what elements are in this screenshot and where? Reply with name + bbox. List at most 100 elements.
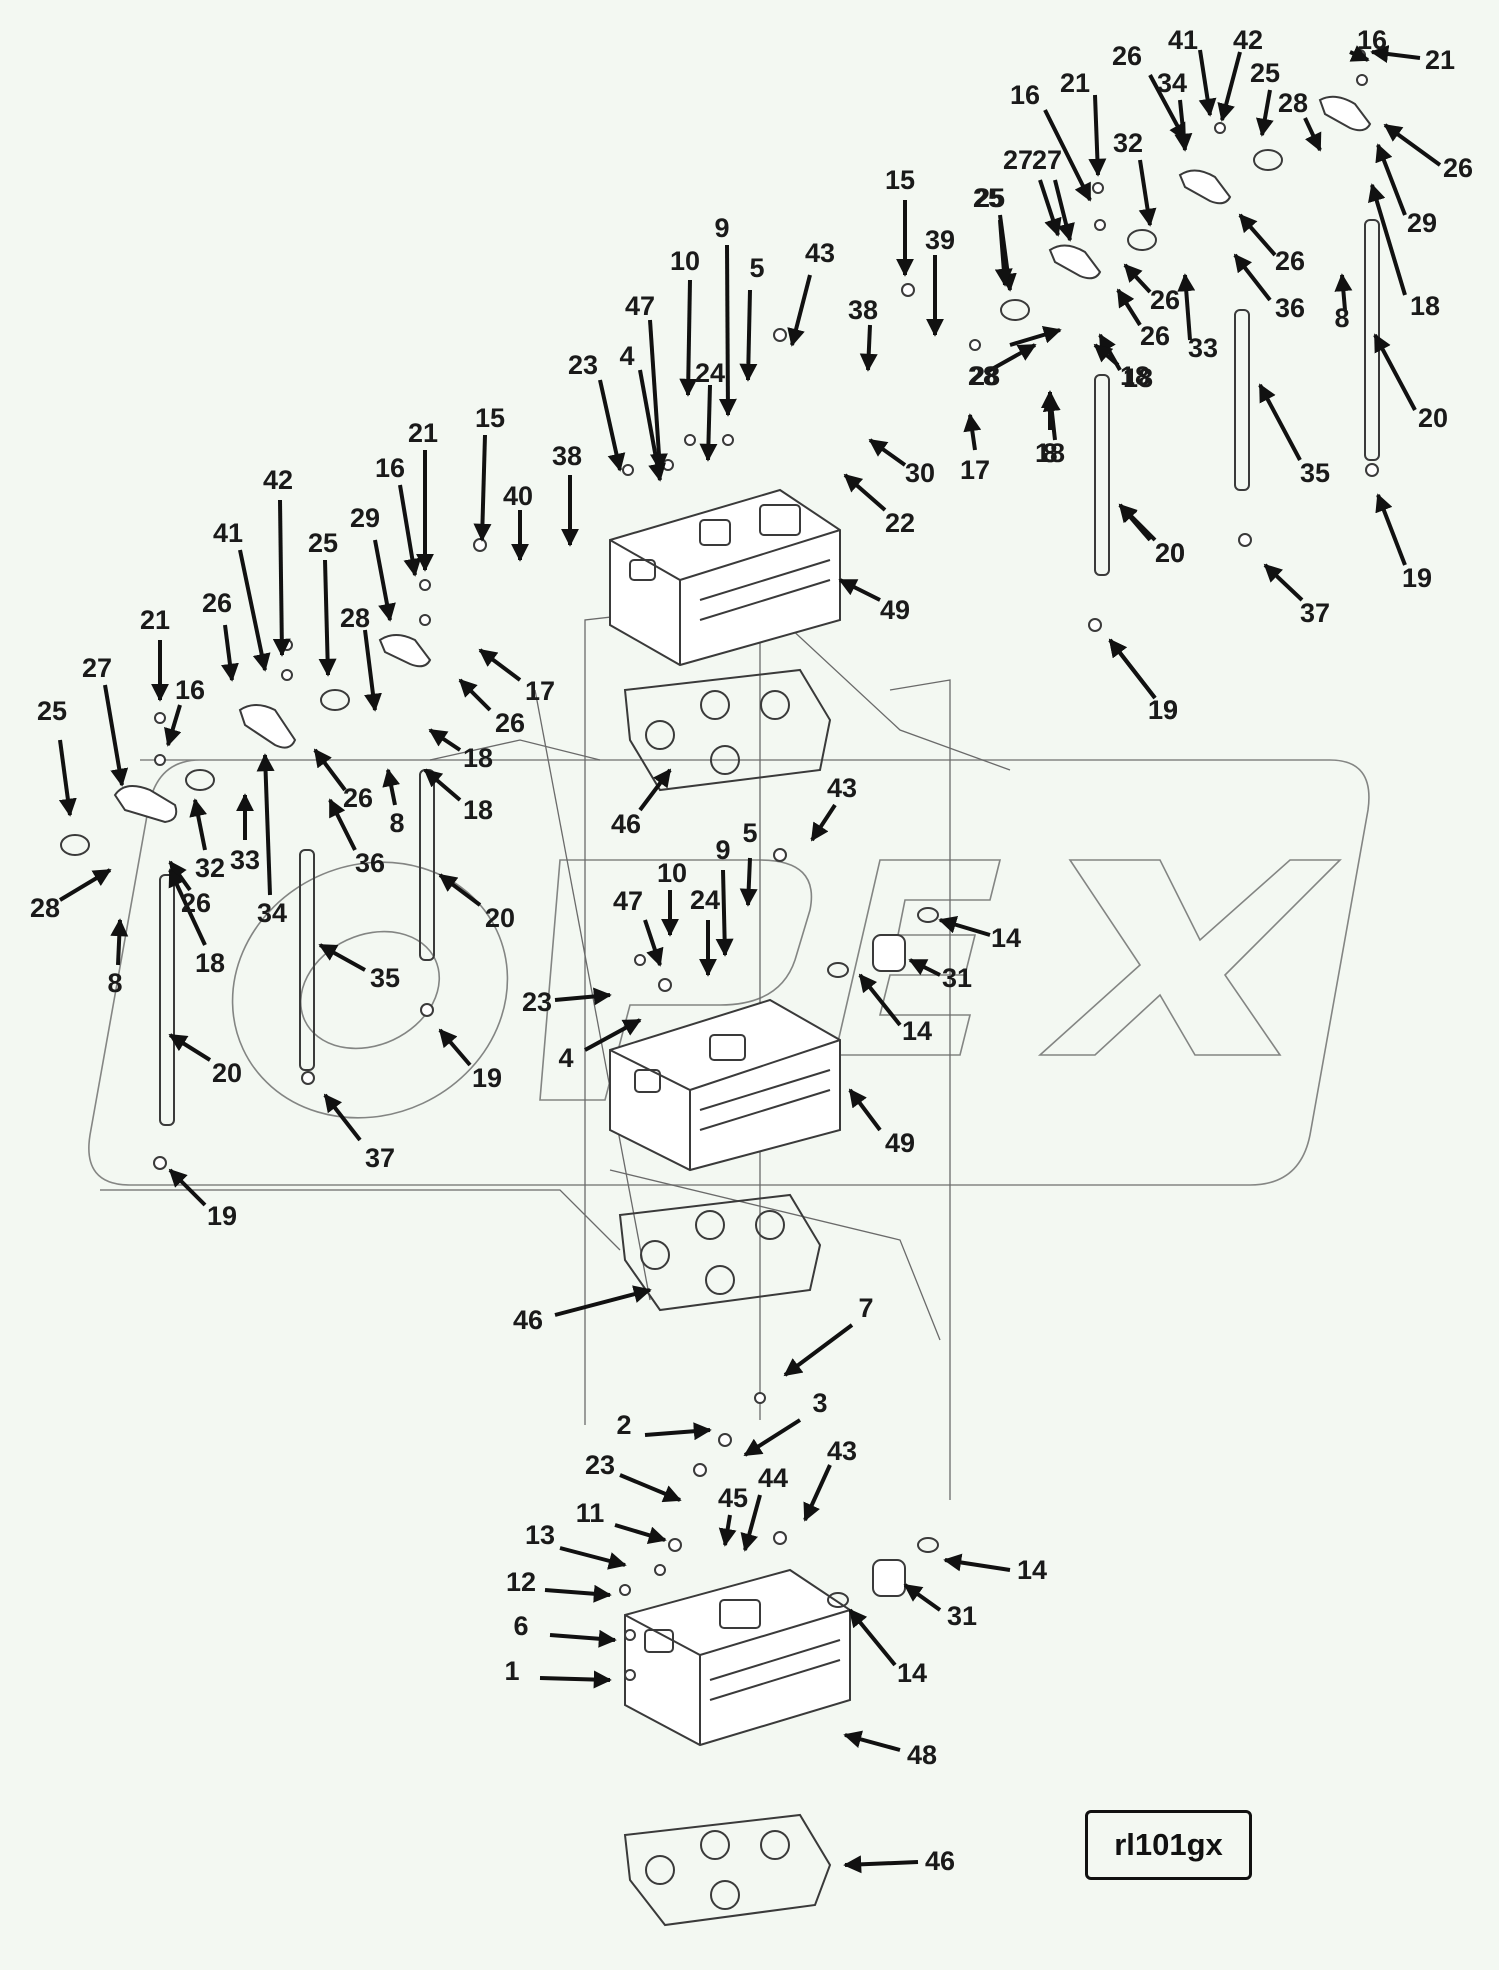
leader-arrow-c49 [868, 438, 907, 467]
callout-c4: 41 [1168, 25, 1198, 55]
callout-c19: 8 [1334, 303, 1349, 333]
leader-arrow-c12 [1088, 94, 1107, 177]
leader-arrow-c69 [58, 739, 77, 817]
callout-c51: 49 [880, 595, 910, 625]
callout-c25: 19 [1402, 563, 1432, 593]
leader-arrow-c10 [1375, 143, 1407, 216]
reference-code-box: rl101gx [1085, 1810, 1252, 1880]
cylinder-head-lower [624, 1568, 851, 1747]
leader-arrow-c39 [963, 413, 982, 451]
leader-arrow-c67 [164, 704, 182, 747]
callout-c93: 5 [742, 818, 757, 848]
callout-c40: 8 [1042, 438, 1057, 468]
callout-c104: 7 [858, 1293, 873, 1323]
leader-arrow-c6 [1174, 99, 1193, 152]
leader-arrow-c24 [1373, 333, 1417, 411]
leader-arrow-c73 [423, 768, 462, 802]
callout-c33: 15 [885, 165, 915, 195]
leader-arrow-c111 [614, 1523, 667, 1544]
opex-watermark-logo [88, 759, 1370, 1186]
callout-c63: 25 [308, 528, 338, 558]
leader-arrow-c120 [843, 1855, 919, 1874]
callout-c39: 17 [960, 455, 990, 485]
leader-arrow-c38 [1009, 326, 1062, 347]
callout-c88: 37 [365, 1143, 395, 1173]
callout-c108: 43 [827, 1436, 857, 1466]
leader-arrow-c76 [328, 798, 357, 851]
small-fasteners [153, 49, 1379, 1681]
callout-c97: 14 [991, 923, 1021, 953]
callout-c16: 26 [1275, 246, 1305, 276]
callout-c11: 18 [1410, 291, 1440, 321]
leader-arrow-c15 [1053, 179, 1075, 242]
leader-arrow-c71 [458, 678, 492, 712]
callout-c110: 44 [758, 1463, 788, 1493]
leader-arrow-c14 [1138, 159, 1157, 227]
callout-c57: 16 [375, 453, 405, 483]
callout-c59: 40 [503, 481, 533, 511]
leader-arrow-c2 [1349, 45, 1370, 62]
callout-c82: 18 [195, 948, 225, 978]
gasket-upper [623, 668, 832, 792]
callout-c42: 9 [714, 213, 729, 243]
leader-arrow-c103 [554, 1285, 652, 1317]
callout-c52: 20 [1155, 538, 1185, 568]
leader-arrow-c110 [740, 1494, 762, 1552]
callout-c89: 19 [207, 1201, 237, 1231]
callout-c102: 49 [885, 1128, 915, 1158]
callout-c26: 37 [1300, 598, 1330, 628]
callout-c10: 29 [1407, 208, 1437, 238]
callout-c36: 27 [1003, 145, 1033, 175]
callout-c21: 26 [1140, 321, 1170, 351]
leader-arrow-c83 [438, 873, 482, 907]
leader-arrow-c95 [643, 919, 664, 967]
leader-arrow-c20 [1177, 273, 1196, 341]
leader-arrow-c48 [598, 379, 626, 472]
callout-c111: 11 [576, 1498, 605, 1528]
leader-arrow-c51 [838, 578, 881, 602]
push-rods [159, 219, 1380, 1126]
leader-arrow-c28 [984, 343, 1037, 375]
leader-arrow-c80 [58, 868, 112, 902]
leader-arrow-c90 [638, 768, 672, 812]
callout-c58: 38 [552, 441, 582, 471]
callout-c60: 42 [263, 465, 293, 495]
leader-arrow-c25 [1375, 493, 1407, 566]
leader-arrow-c107 [619, 1473, 682, 1503]
leader-arrow-c7 [1255, 89, 1274, 137]
leader-arrow-c52 [1118, 503, 1152, 542]
callout-c7: 25 [1250, 58, 1280, 88]
callout-c23: 35 [1300, 458, 1330, 488]
callout-c46: 4 [619, 341, 634, 371]
callout-c41: 43 [805, 238, 835, 268]
leader-arrow-c88 [323, 1093, 362, 1142]
callout-c15: 27 [1032, 145, 1062, 175]
callout-c37: 38 [848, 295, 878, 325]
leader-arrow-c21 [1116, 288, 1142, 327]
leader-arrow-c106 [743, 1418, 802, 1457]
tubes [872, 934, 906, 1597]
callout-c87: 19 [472, 1063, 502, 1093]
callout-c112: 13 [525, 1520, 555, 1550]
callout-c53: 19 [1148, 695, 1178, 725]
callout-c118: 1 [504, 1656, 519, 1686]
leader-arrow-c50 [843, 473, 887, 512]
callout-c116: 6 [513, 1611, 528, 1641]
leader-arrow-c41 [787, 274, 812, 347]
parts-artwork [60, 49, 1380, 1927]
leader-arrow-c98 [908, 958, 941, 977]
callout-c3: 42 [1233, 25, 1263, 55]
callout-c32: 19 [1148, 695, 1178, 725]
leader-arrow-c116 [549, 1629, 617, 1648]
callout-c24: 20 [1418, 403, 1448, 433]
leader-arrow-c36 [1038, 179, 1062, 237]
o-rings [827, 907, 939, 1608]
callout-c1: 21 [1425, 45, 1455, 75]
leader-arrow-c45 [648, 319, 668, 472]
leader-arrow-c56 [473, 434, 492, 542]
gasket-middle [618, 1193, 822, 1312]
cylinder-head-middle [609, 998, 841, 1172]
leader-arrow-c82 [168, 868, 207, 946]
callout-c73: 18 [463, 795, 493, 825]
